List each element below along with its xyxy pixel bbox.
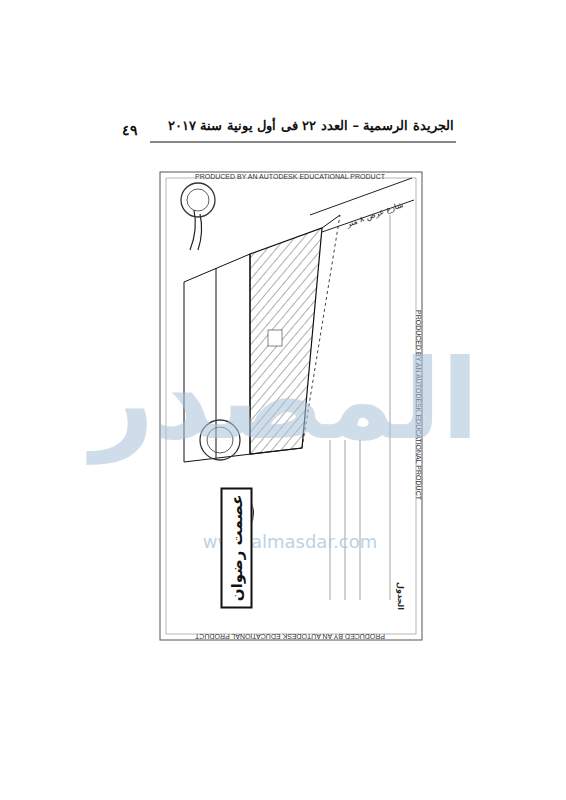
running-head: الجريدة الرسمية – العدد ٢٢ فى أول يونية … xyxy=(168,118,454,133)
plot-marker xyxy=(268,330,282,346)
table-heading: الجدول xyxy=(396,582,404,610)
stamp-box: عصمت رضوان xyxy=(220,488,252,609)
watermark-note: PRODUCED BY AN AUTODESK EDUCATIONAL PROD… xyxy=(195,633,385,640)
watermark: المصدر xyxy=(91,345,479,455)
table-text-line xyxy=(360,440,361,600)
street-line xyxy=(322,200,414,232)
table-text-line xyxy=(330,440,331,600)
boundary-line xyxy=(184,254,250,282)
page-number: ٤٩ xyxy=(122,123,138,137)
header-rule xyxy=(150,141,456,142)
boundary-line xyxy=(322,215,340,228)
street-label: شارع عرض ٨ متر xyxy=(346,201,405,229)
stamp-text: عصمت رضوان xyxy=(227,495,245,602)
seal-stamp xyxy=(187,189,209,211)
seal-stamp xyxy=(181,183,215,217)
table-text-line xyxy=(345,440,346,600)
watermark-note: PRODUCED BY AN AUTODESK EDUCATIONAL PROD… xyxy=(195,173,385,180)
